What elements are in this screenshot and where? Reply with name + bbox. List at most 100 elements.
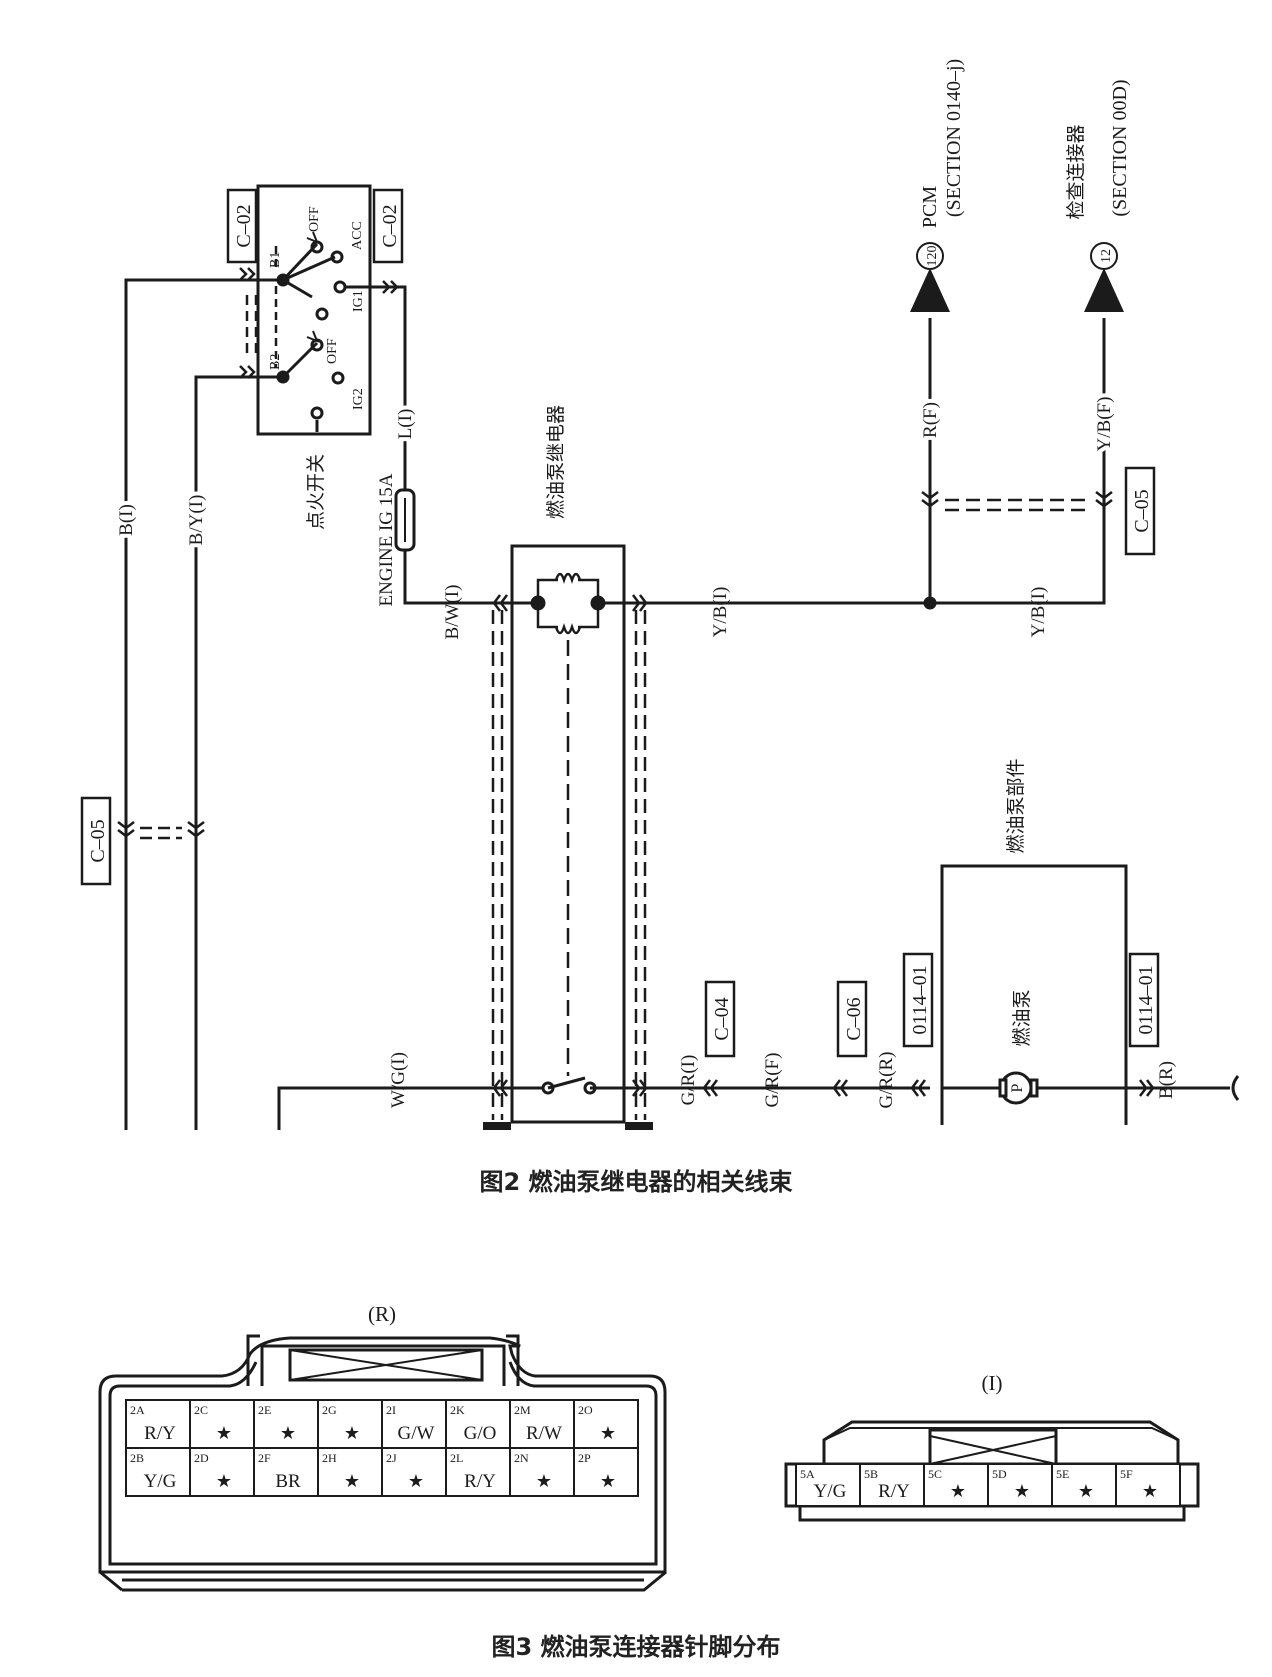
pin-b2: B2 — [268, 354, 283, 370]
pin-off1: OFF — [307, 206, 322, 232]
tag-right-c05: C–05 — [1131, 489, 1153, 532]
by-i-wire — [194, 375, 283, 1130]
label-gr-i: G/R(I) — [678, 1055, 699, 1106]
pin-id: 2P — [578, 1451, 591, 1465]
pin-acc: ACC — [350, 221, 365, 250]
pin-id: 2K — [450, 1403, 465, 1417]
fuel-pump-relay-box — [510, 544, 626, 1124]
pin-id: 2O — [578, 1403, 593, 1417]
pin-id: 2I — [386, 1403, 396, 1417]
pin-cell — [189, 1447, 255, 1497]
tag-c06: C–06 — [843, 997, 865, 1040]
pin-id: 2L — [450, 1451, 463, 1465]
pin-cell — [509, 1447, 575, 1497]
label-yb-i-1: Y/B(I) — [710, 587, 731, 638]
pin-id: 2C — [194, 1403, 208, 1417]
pcm-num: 120 — [925, 246, 940, 267]
label-l-i: L(I) — [395, 409, 416, 440]
tag-pump-left: 0114–01 — [909, 965, 931, 1034]
pin-wire-color: Y/G — [814, 1481, 847, 1502]
pin-ig1: IG1 — [351, 290, 366, 312]
pin-cell — [1051, 1463, 1117, 1507]
pin-cell — [1115, 1463, 1181, 1507]
label-by-i: B/Y(I) — [186, 495, 207, 546]
label-yb-f: Y/B(F) — [1094, 397, 1115, 452]
tag-ign-left: C–02 — [233, 204, 255, 247]
pin-wire-color: ★ — [280, 1423, 296, 1443]
label-bw-i: B/W(I) — [442, 585, 463, 640]
tag-pump-right: 0114–01 — [1135, 965, 1157, 1034]
b-i-wire — [124, 278, 283, 1130]
ignition-switch-box — [256, 184, 372, 436]
pin-cell — [573, 1447, 639, 1497]
pin-id: 2F — [258, 1451, 271, 1465]
pin-wire-color: ★ — [216, 1423, 232, 1443]
pin-cell — [859, 1463, 925, 1507]
pcm-name: PCM — [919, 186, 941, 228]
pin-wire-color: ★ — [1142, 1481, 1158, 1501]
pin-b1: B1 — [268, 252, 283, 268]
pin-cell — [573, 1399, 639, 1449]
pin-wire-color: ★ — [1078, 1481, 1094, 1501]
pin-cell — [445, 1447, 511, 1497]
pin-id: 5C — [928, 1467, 942, 1481]
check-connector-name: 检查连接器 — [1065, 124, 1087, 219]
pin-wire-color: R/Y — [878, 1481, 910, 1502]
pin-id: 5E — [1056, 1467, 1069, 1481]
connector-r-grid: 2AR/Y2C★2E★2G★2IG/W2KG/O2MR/W2O★2BY/G2D★… — [125, 1399, 639, 1497]
pcm-section: (SECTION 0140–j) — [943, 59, 965, 217]
caption-fig3: 图3 燃油泵连接器针脚分布 — [491, 1633, 780, 1661]
connector-r-housing — [98, 1334, 667, 1592]
label-yb-i-2: Y/B(I) — [1028, 587, 1049, 638]
pin-wire-color: ★ — [600, 1423, 616, 1443]
pin-cell — [189, 1399, 255, 1449]
pin-cell — [125, 1399, 191, 1449]
pin-wire-color: ★ — [344, 1471, 360, 1491]
tag-c04: C–04 — [711, 997, 733, 1040]
pin-wire-color: ★ — [600, 1471, 616, 1491]
pump-assembly-label: 燃油泵部件 — [1005, 758, 1027, 853]
pin-id: 5D — [992, 1467, 1007, 1481]
check-section: (SECTION 00D) — [1109, 79, 1131, 216]
ignition-switch-label: 点火开关 — [305, 454, 327, 530]
connector-i-label: (I) — [982, 1371, 1003, 1395]
label-wg-i: W/G(I) — [388, 1052, 409, 1108]
pin-wire-color: R/Y — [144, 1423, 176, 1444]
pin-wire-color: Y/G — [144, 1471, 177, 1492]
check-num: 12 — [1099, 249, 1114, 263]
label-gr-f: G/R(F) — [762, 1053, 783, 1108]
label-b-r: B(R) — [1156, 1061, 1177, 1099]
pin-wire-color: R/W — [526, 1423, 562, 1444]
pump-label: 燃油泵 — [1011, 989, 1033, 1046]
pin-id: 2G — [322, 1403, 337, 1417]
pump-symbol: P — [1009, 1083, 1026, 1092]
tag-left-c05: C–05 — [87, 819, 109, 862]
label-fuse: ENGINE IG 15A — [376, 473, 397, 606]
bw-i-wire — [403, 550, 538, 605]
label-b-i: B(I) — [116, 504, 137, 536]
l-i-wire — [340, 285, 407, 490]
pin-wire-color: ★ — [536, 1471, 552, 1491]
relay-label: 燃油泵继电器 — [545, 405, 567, 519]
pin-id: 2M — [514, 1403, 531, 1417]
pin-id: 2N — [514, 1451, 529, 1465]
pin-id: 2H — [322, 1451, 337, 1465]
pin-id: 5B — [864, 1467, 878, 1481]
pin-cell — [445, 1399, 511, 1449]
caption-fig2: 图2 燃油泵继电器的相关线束 — [479, 1168, 793, 1196]
fuel-pump-assembly-box — [940, 864, 1128, 1125]
label-gr-r: G/R(R) — [876, 1052, 897, 1109]
pin-cell — [317, 1447, 383, 1497]
pin-wire-color: ★ — [344, 1423, 360, 1443]
pin-id: 5A — [800, 1467, 815, 1481]
tag-ign-right: C–02 — [379, 204, 401, 247]
pin-wire-color: BR — [275, 1471, 301, 1492]
fuse-engine-ig — [394, 488, 416, 552]
pin-cell — [795, 1463, 861, 1507]
pin-id: 2B — [130, 1451, 144, 1465]
pin-id: 2J — [386, 1451, 397, 1465]
pin-wire-color: ★ — [950, 1481, 966, 1501]
pin-ig2: IG2 — [351, 388, 366, 410]
